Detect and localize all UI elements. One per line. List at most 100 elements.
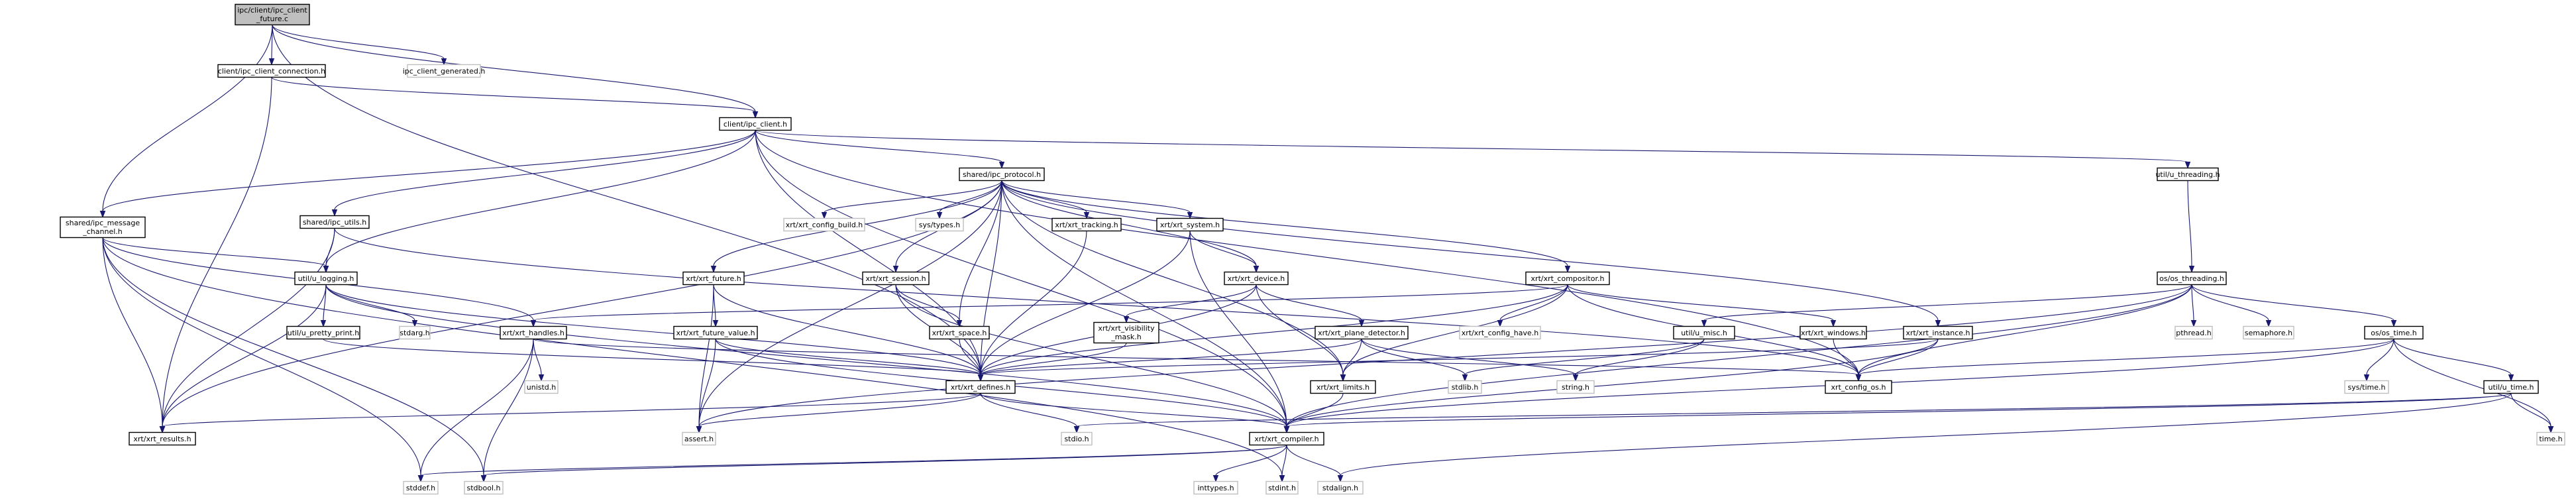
arrowhead-icon (2184, 162, 2191, 169)
graph-node-u-logging[interactable]: util/u_logging.h (294, 271, 358, 286)
edge-ipc-protocol-to-xrt-instance (1001, 180, 1941, 327)
node-label: util/u_pretty_print.h (288, 329, 360, 337)
graph-node-os-threading[interactable]: os/os_threading.h (2157, 271, 2227, 286)
node-label: unistd.h (527, 383, 557, 392)
arrowhead-icon (1497, 320, 1503, 327)
arrowhead-icon (2390, 320, 2397, 327)
graph-node-u-time[interactable]: util/u_time.h (2483, 380, 2539, 394)
node-label: xrt/xrt_plane_detector.h (1318, 329, 1405, 337)
graph-node-string: string.h (1556, 380, 1595, 394)
edge-ipc-utils-to-xrt-config-os (334, 228, 1862, 382)
node-box (1051, 217, 1122, 232)
graph-node-xrt-defines[interactable]: xrt/xrt_defines.h (945, 380, 1016, 394)
edge-xrt-compositor-to-xrt-windows (1567, 284, 1837, 327)
node-label: client/ipc_client_connection.h (218, 67, 325, 76)
arrowhead-icon (892, 266, 899, 273)
edge-line (1286, 284, 2192, 427)
edge-line (980, 339, 1362, 376)
graph-node-ipc-utils[interactable]: shared/ipc_utils.h (299, 215, 370, 229)
edge-line (102, 237, 484, 476)
edge-line (1567, 284, 1834, 321)
graph-node-xrt-visibility-mask[interactable]: xrt/xrt_visibility_mask.h (1093, 321, 1159, 344)
arrowhead-icon (1283, 426, 1290, 433)
graph-node-ipc-protocol[interactable]: shared/ipc_protocol.h (959, 167, 1045, 182)
graph-node-xrt-instance[interactable]: xrt/xrt_instance.h (1903, 325, 1973, 340)
graph-node-xrt-space[interactable]: xrt/xrt_space.h (929, 325, 990, 340)
edge-ipc-message-channel-to-xrt-results (102, 237, 166, 433)
node-label: assert.h (684, 435, 714, 443)
node-label: _mask.h (1110, 333, 1142, 341)
edge-line (1575, 339, 1705, 375)
edge-u-time-to-time (2510, 393, 2554, 433)
edge-u-time-to-stdalign (1337, 393, 2512, 482)
edge-line (715, 339, 981, 376)
graph-node-sys-types: sys/types.h (915, 217, 964, 232)
node-box (1061, 431, 1093, 446)
node-label: client/ipc_client.h (724, 120, 787, 129)
edge-xrt-device-to-xrt-visibility-mask (1123, 284, 1257, 323)
node-box (399, 325, 431, 340)
edge-ipc-protocol-to-xrt-compositor (1001, 180, 1571, 273)
graph-node-xrt-future[interactable]: xrt/xrt_future.h (682, 271, 745, 286)
edge-line (325, 284, 981, 375)
edge-line (1076, 393, 2512, 427)
edge-line (1286, 393, 2512, 427)
graph-node-stdio: stdio.h (1061, 431, 1093, 446)
node-label: stdbool.h (467, 484, 501, 492)
graph-node-u-misc[interactable]: util/u_misc.h (1673, 325, 1735, 340)
graph-node-xrt-tracking[interactable]: xrt/xrt_tracking.h (1051, 217, 1122, 232)
node-label: xrt_config_os.h (1831, 383, 1886, 392)
edge-ipc-protocol-to-xrt-defines (977, 180, 1002, 382)
graph-node-unistd: unistd.h (524, 380, 559, 394)
graph-node-u-pretty-print[interactable]: util/u_pretty_print.h (286, 325, 360, 340)
edge-line (272, 25, 445, 60)
edge-line (1189, 231, 1287, 427)
edge-line (755, 130, 1287, 427)
graph-node-xrt-plane-detector[interactable]: xrt/xrt_plane_detector.h (1315, 325, 1409, 340)
graph-node-ipc-message-channel[interactable]: shared/ipc_message_channel.h (60, 216, 146, 239)
graph-node-xrt-session[interactable]: xrt/xrt_session.h (862, 271, 930, 286)
edge-line (1256, 284, 1362, 321)
graph-node-ipc-client-connection[interactable]: client/ipc_client_connection.h (217, 64, 326, 78)
graph-node-xrt-compiler[interactable]: xrt/xrt_compiler.h (1249, 431, 1324, 446)
edge-line (334, 228, 1859, 375)
graph-node-ipc-client[interactable]: client/ipc_client.h (719, 117, 792, 131)
graph-node-xrt-device[interactable]: xrt/xrt_device.h (1224, 271, 1289, 286)
graph-node-xrt-results[interactable]: xrt/xrt_results.h (129, 431, 196, 446)
edge-u-pretty-print-to-xrt-defines (323, 339, 984, 382)
node-label: xrt/xrt_visibility (1098, 324, 1155, 333)
node-box (464, 480, 504, 495)
graph-node-os-time[interactable]: os/os_time.h (2364, 325, 2424, 340)
edge-u-time-to-stdio (1073, 393, 2512, 433)
node-label: xrt/xrt_future_value.h (676, 329, 755, 337)
graph-node-xrt-future-value[interactable]: xrt/xrt_future_value.h (673, 325, 758, 340)
edge-line (895, 284, 1287, 427)
graph-node-root[interactable]: ipc/client/ipc_client_future.c (235, 3, 310, 26)
arrowhead-icon (1462, 374, 1468, 382)
edge-line (533, 284, 1568, 321)
graph-node-stddef: stddef.h (403, 480, 439, 495)
edge-ipc-client-connection-to-ipc-client (271, 77, 759, 119)
graph-node-u-threading[interactable]: util/u_threading.h (2155, 167, 2220, 182)
node-label: time.h (2539, 435, 2562, 443)
graph-node-xrt-system[interactable]: xrt/xrt_system.h (1156, 217, 1224, 232)
node-box (945, 380, 1016, 394)
node-box (1156, 217, 1224, 232)
node-box (286, 325, 360, 340)
node-box (959, 167, 1045, 182)
graph-node-xrt-limits[interactable]: xrt/xrt_limits.h (1310, 380, 1376, 394)
graph-node-xrt-compositor[interactable]: xrt/xrt_compositor.h (1525, 271, 1610, 286)
node-box (1903, 325, 1973, 340)
node-box (60, 216, 146, 239)
edge-ipc-protocol-to-xrt-space (956, 180, 1002, 327)
graph-node-stdint: stdint.h (1265, 480, 1299, 495)
node-box (2157, 167, 2219, 182)
graph-node-xrt-windows[interactable]: xrt/xrt_windows.h (1799, 325, 1867, 340)
graph-node-xrt-config-os[interactable]: xrt_config_os.h (1825, 380, 1892, 394)
edge-line (1001, 180, 1939, 321)
graph-node-sys-time: sys/time.h (2344, 380, 2389, 394)
arrowhead-icon (1073, 426, 1080, 433)
graph-node-xrt-handles[interactable]: xrt/xrt_handles.h (500, 325, 567, 340)
node-label: util/u_logging.h (298, 274, 354, 283)
graph-node-pthread: pthread.h (2174, 325, 2213, 340)
